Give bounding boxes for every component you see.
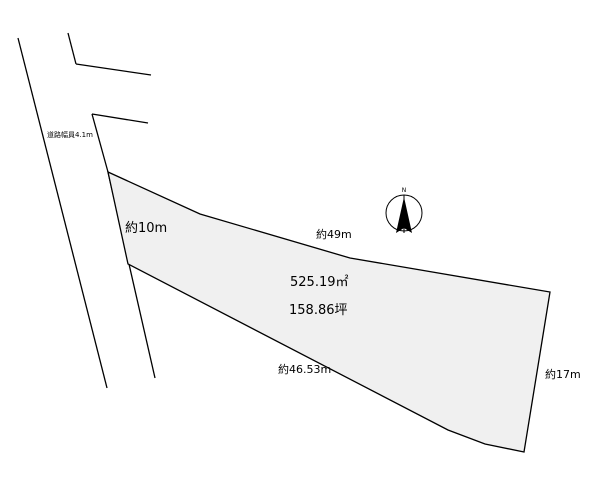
road-width-label: 道路幅員4.1m xyxy=(47,130,93,139)
compass-north-letter: N xyxy=(402,187,407,194)
north-side-label: 約49m xyxy=(316,227,352,241)
side-street-line xyxy=(75,63,152,76)
east-side-label: 約17m xyxy=(545,367,581,381)
road-edge-east-upper xyxy=(91,113,109,173)
south-side-label: 約46.53m xyxy=(278,362,331,376)
side-street-line xyxy=(91,113,149,124)
area-tsubo-label: 158.86坪 xyxy=(289,303,348,318)
area-sqm-label: 525.19㎡ xyxy=(290,275,349,290)
side-street-line xyxy=(67,32,77,65)
road-edge-west xyxy=(17,37,108,389)
north-compass-icon: N xyxy=(385,187,423,233)
lot-polygon xyxy=(107,170,551,453)
frontage-label: 約10m xyxy=(125,221,167,236)
